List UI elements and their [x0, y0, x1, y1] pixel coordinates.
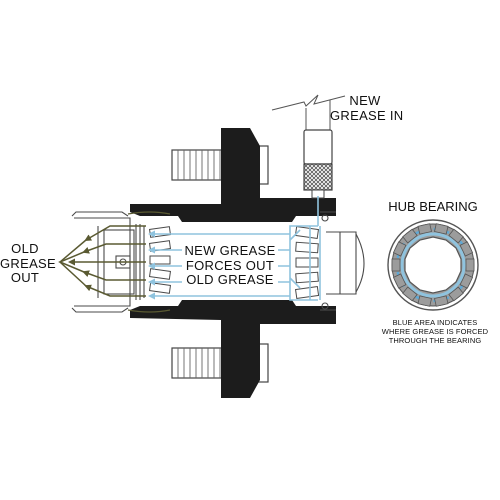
grease-fitting: [271, 94, 346, 199]
bearing-roller: [448, 228, 464, 244]
center-label-line2: FORCES OUT: [182, 258, 278, 274]
center-flow-label: NEW GREASE FORCES OUT OLD GREASE: [182, 243, 278, 288]
hub-bore: [404, 236, 462, 294]
new-grease-in-label: NEW GREASE IN: [330, 93, 404, 123]
bearing-roller: [465, 258, 475, 272]
inner-bearing-rollers: [294, 225, 320, 300]
old-grease-out-label: OLD GREASE OUT: [0, 241, 56, 286]
bearing-roller: [417, 295, 432, 307]
bearing-roller: [392, 241, 407, 257]
hub-bearing-caption: BLUE AREA INDICATES WHERE GREASE IS FORC…: [372, 318, 498, 345]
old-grease-out-line2: GREASE: [0, 255, 56, 271]
bearing-roller: [417, 223, 432, 235]
bearing-roller: [402, 286, 418, 302]
bearing-roller: [434, 295, 449, 307]
hub-bearing-title: HUB BEARING: [388, 199, 478, 214]
hub-bearing-diagram: [387, 219, 479, 311]
bearing-roller: [392, 273, 407, 289]
new-grease-in-line2: GREASE IN: [330, 107, 404, 123]
rear-seal: [320, 211, 365, 311]
new-grease-in-line1: NEW: [349, 93, 381, 108]
old-grease-out-line3: OUT: [10, 270, 40, 286]
bearing-roller: [434, 223, 449, 235]
bearing-roller: [448, 286, 464, 302]
hub-body: [130, 128, 336, 398]
bearing-roller: [402, 228, 418, 244]
bearing-roller: [391, 258, 401, 272]
caption-line3: THROUGH THE BEARING: [388, 336, 482, 345]
caption-line2: WHERE GREASE IS FORCED: [381, 327, 489, 336]
caption-line1: BLUE AREA INDICATES: [392, 318, 478, 327]
outer-bearing-rollers: [148, 226, 172, 294]
bearing-roller: [459, 273, 474, 289]
old-grease-out-line1: OLD: [11, 241, 39, 256]
center-label-line1: NEW GREASE: [182, 243, 278, 259]
center-label-line3: OLD GREASE: [182, 273, 278, 288]
bearing-roller: [459, 241, 474, 257]
old-grease-path: [58, 211, 171, 313]
